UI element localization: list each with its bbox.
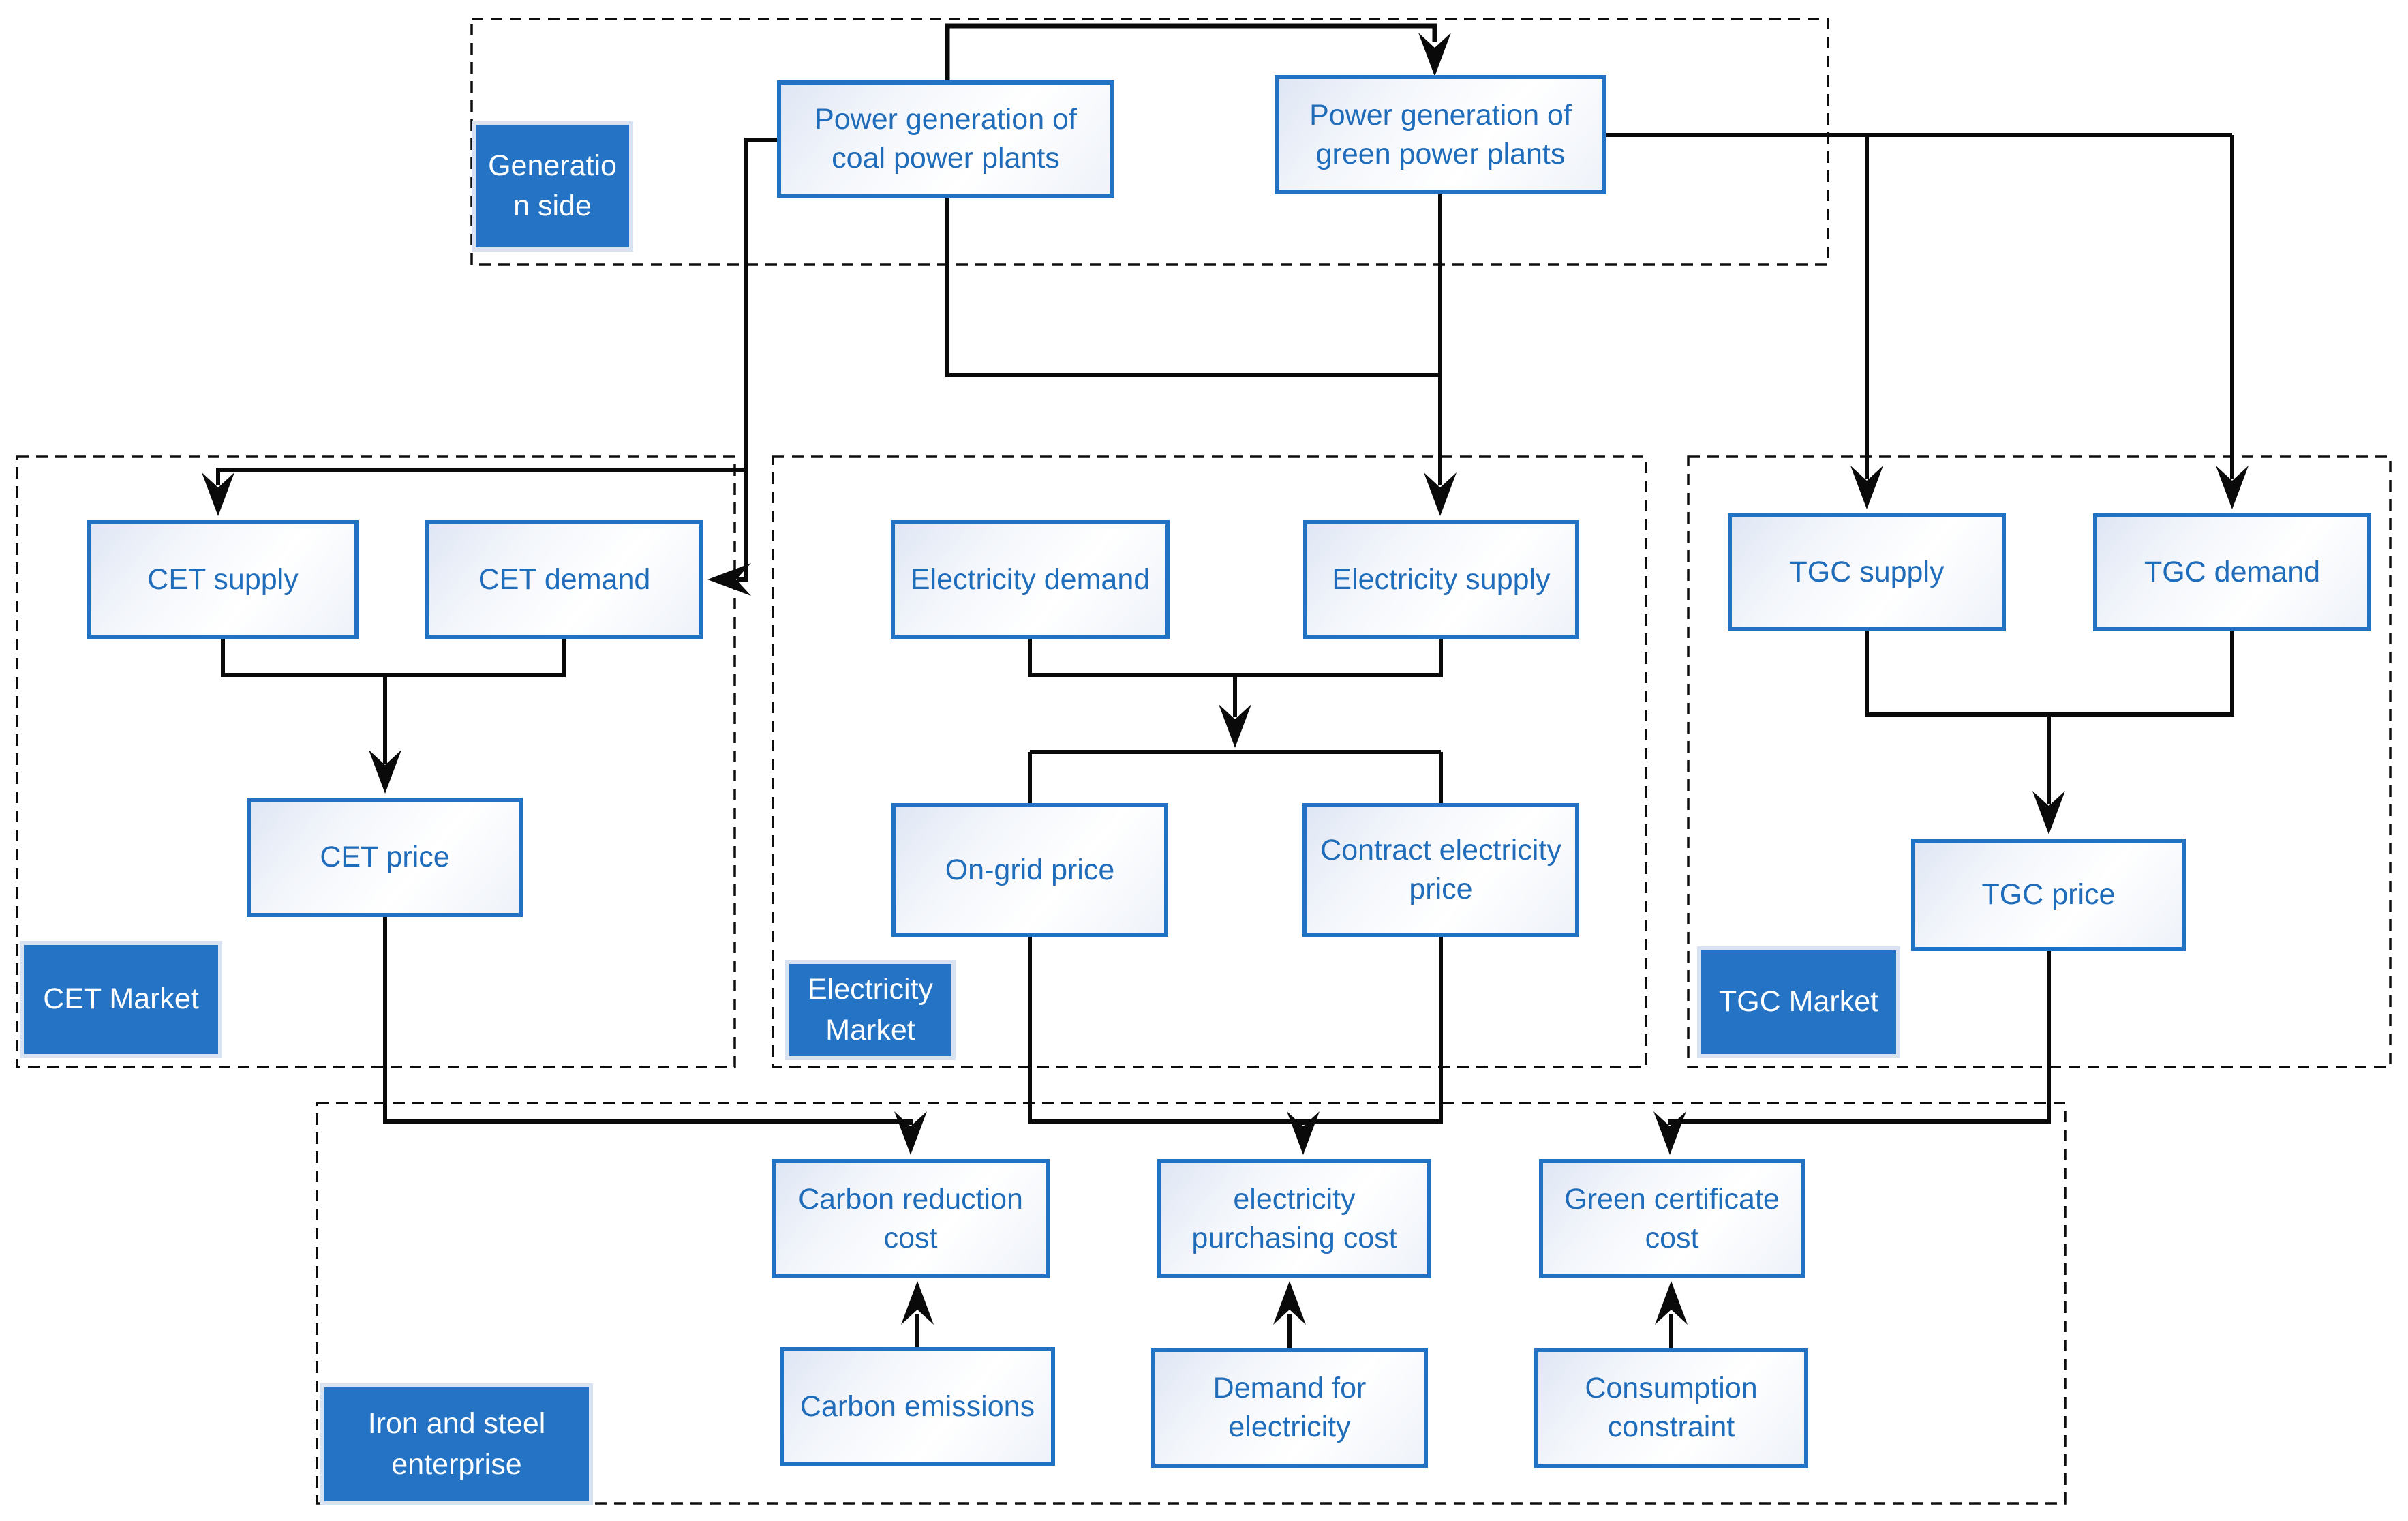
arrowhead-into-cet-demand [707,563,751,596]
arrowhead-into-green-plants [1418,33,1451,76]
node-tgc-price: TGC price [1911,839,2186,951]
arrowhead-into-purchasing-cost [1287,1111,1320,1155]
node-carbon-emissions: Carbon emissions [780,1347,1055,1466]
label-electricity-market: Electricity Market [785,960,956,1060]
line-prices-to-purchasing-cost [1028,937,1443,1124]
label-cet-market: CET Market [20,941,222,1058]
arrowhead-into-tgc-demand [2216,466,2249,509]
arrowhead-into-carbon-reduction-cost [894,1111,927,1155]
node-electricity-supply: Electricity supply [1303,520,1579,639]
label-tgc-market: TGC Market [1697,946,1900,1058]
arrowhead-into-tgc-supply [1850,466,1883,509]
arrowhead-up-green-cert [1655,1281,1688,1325]
arrowhead-into-cet-supply [202,472,234,516]
arrowhead-onto-price-bar [1219,704,1251,748]
arrowhead-into-cet-price [369,750,401,794]
node-tgc-supply: TGC supply [1728,513,2006,631]
line-coal-to-supply-join [945,198,1440,377]
node-tgc-demand: TGC demand [2093,513,2371,631]
line-tgc-join [1865,631,2234,717]
node-coal-power-plants: Power generation of coal power plants [777,80,1114,198]
region-iron-steel-border [316,1102,2067,1505]
region-generation-border [470,18,1829,266]
arrowhead-into-electricity-supply [1424,472,1457,516]
region-tgc-market-border [1687,455,2392,1068]
label-generation-side: Generatio n side [472,121,633,252]
node-green-power-plants: Power generation of green power plants [1275,75,1606,194]
node-electricity-demand: Electricity demand [891,520,1170,639]
line-tgc-price-to-green-cert-cost [1668,951,2051,1125]
node-demand-for-electricity: Demand for electricity [1151,1348,1428,1468]
node-ongrid-price: On-grid price [891,803,1168,937]
node-electricity-purchasing-cost: electricity purchasing cost [1157,1159,1431,1278]
node-cet-price: CET price [247,798,523,917]
arrowhead-into-tgc-price [2032,791,2065,834]
node-cet-supply: CET supply [87,520,359,639]
line-cet-price-to-carbon-cost [383,917,913,1125]
line-coal-to-cet-supply [216,468,746,485]
node-consumption-constraint: Consumption constraint [1534,1348,1808,1468]
node-contract-electricity-price: Contract electricity price [1302,803,1579,937]
node-cet-demand: CET demand [425,520,703,639]
node-carbon-reduction-cost: Carbon reduction cost [772,1159,1050,1278]
line-electricity-join [1028,639,1443,677]
line-cet-supply-demand-join [221,639,566,677]
label-iron-steel-enterprise: Iron and steel enterprise [320,1383,593,1505]
region-cet-market-border [16,455,736,1068]
node-green-certificate-cost: Green certificate cost [1539,1159,1805,1278]
arrowhead-up-purchasing [1273,1281,1306,1325]
arrowhead-into-green-certificate-cost [1653,1111,1686,1155]
region-electricity-market-border [772,455,1647,1068]
line-coal-to-cet-demand [737,138,777,582]
arrow-coal-to-green [945,23,1437,80]
arrowhead-up-carbon-reduction [901,1281,934,1325]
